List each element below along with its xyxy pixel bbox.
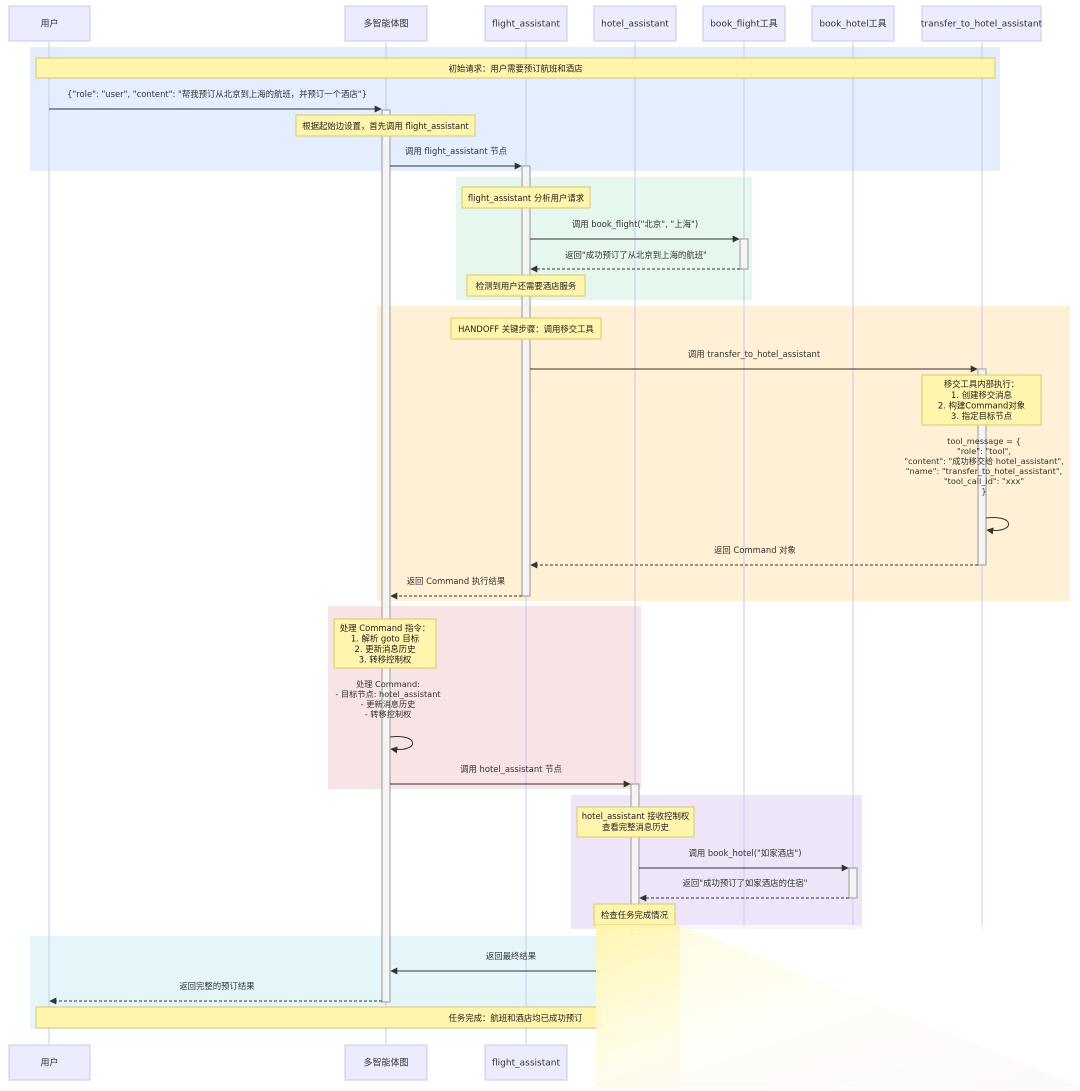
actor-flight-bottom-label: flight_assistant: [492, 1059, 560, 1069]
note-handoff: HANDOFF 关键步骤：调用移交工具: [450, 317, 602, 340]
note-initial-request: 初始请求：用户需要预订航班和酒店: [35, 57, 996, 79]
actor-user-bottom-label: 用户: [40, 1057, 58, 1069]
actor-flight-bottom: flight_assistant: [484, 1044, 568, 1081]
msg-ret-command-result: 返回 Command 执行结果: [390, 576, 522, 600]
actor-user: 用户: [8, 5, 91, 42]
actor-book-flight: book_flight工具: [702, 5, 786, 42]
svg-text:1. 创建移交消息: 1. 创建移交消息: [951, 390, 1012, 400]
svg-text:调用 transfer_to_hotel_assistant: 调用 transfer_to_hotel_assistant: [688, 349, 821, 359]
svg-text:检测到用户还需要酒店服务: 检测到用户还需要酒店服务: [476, 281, 577, 291]
msg-tool-message: tool_message = { "role": "tool", "conten…: [904, 436, 1064, 535]
svg-text:初始请求：用户需要预订航班和酒店: 初始请求：用户需要预订航班和酒店: [449, 64, 583, 74]
actor-transfer-label: transfer_to_hotel_assistant: [921, 20, 1043, 30]
svg-text:2. 构建Command对象: 2. 构建Command对象: [938, 401, 1025, 411]
msg-user-request: {"role": "user", "content": "帮我预订从北京到上海的…: [49, 89, 382, 113]
msg-call-book-flight: 调用 book_flight("北京", "上海"): [530, 219, 740, 243]
activation-transfer: [977, 368, 987, 566]
actor-book-flight-label: book_flight工具: [710, 19, 778, 30]
svg-text:处理 Command 指令：: 处理 Command 指令：: [340, 623, 430, 633]
svg-text:检查任务完成情况: 检查任务完成情况: [601, 910, 669, 920]
actor-transfer: transfer_to_hotel_assistant: [921, 5, 1043, 42]
msg-ret-complete: 返回完整的预订结果: [49, 981, 382, 1005]
svg-text:调用 book_flight("北京", "上海"): 调用 book_flight("北京", "上海"): [572, 219, 698, 229]
svg-text:调用 book_hotel("如家酒店"): 调用 book_hotel("如家酒店"): [689, 848, 802, 858]
svg-text:处理 Command:: 处理 Command:: [356, 679, 420, 689]
msg-call-hotel: 调用 hotel_assistant 节点: [390, 764, 631, 788]
svg-text:返回最终结果: 返回最终结果: [486, 951, 537, 961]
svg-text:任务完成：航班和酒店均已成功预订: 任务完成：航班和酒店均已成功预订: [449, 1013, 584, 1023]
msg-call-book-hotel: 调用 book_hotel("如家酒店"): [639, 848, 849, 872]
msg-call-transfer: 调用 transfer_to_hotel_assistant: [530, 349, 978, 373]
svg-text:- 更新消息历史: - 更新消息历史: [361, 699, 416, 709]
svg-text:2. 更新消息历史: 2. 更新消息历史: [355, 644, 417, 654]
svg-text:返回 Command 对象: 返回 Command 对象: [714, 545, 796, 555]
actor-book-hotel-label: book_hotel工具: [819, 19, 886, 30]
svg-text:返回"成功预订了如家酒店的住宿": 返回"成功预订了如家酒店的住宿": [683, 878, 808, 888]
actor-graph-bottom-label: 多智能体图: [363, 1057, 408, 1069]
svg-text:hotel_assistant 接收控制权: hotel_assistant 接收控制权: [582, 811, 690, 821]
fade-overlay-right: [680, 925, 1080, 1087]
actor-graph: 多智能体图: [344, 5, 428, 42]
actor-user-label: 用户: [40, 18, 58, 30]
msg-ret-book-flight: 返回"成功预订了从北京到上海的航班": [530, 250, 740, 273]
actor-user-bottom: 用户: [8, 1044, 91, 1081]
actor-hotel-label: hotel_assistant: [601, 20, 669, 30]
msg-process-command: 处理 Command: - 目标节点: hotel_assistant - 更新…: [335, 679, 441, 754]
msg-ret-command-obj: 返回 Command 对象: [530, 545, 978, 569]
region-handoff: [377, 306, 1070, 601]
msg-ret-book-hotel: 返回"成功预订了如家酒店的住宿": [639, 878, 849, 902]
note-start-edge: 根据起始边设置，首先调用 flight_assistant: [295, 114, 476, 137]
svg-text:"content": "成功移交给 hotel_assist: "content": "成功移交给 hotel_assistant",: [904, 456, 1063, 466]
svg-text:}: }: [981, 486, 986, 496]
actor-graph-bottom: 多智能体图: [344, 1044, 428, 1081]
actor-hotel: hotel_assistant: [593, 5, 677, 42]
svg-text:{"role": "user", "content": "帮: {"role": "user", "content": "帮我预订从北京到上海的…: [67, 89, 367, 99]
actor-graph-label: 多智能体图: [363, 18, 408, 30]
note-task-done: 任务完成：航班和酒店均已成功预订: [35, 1006, 601, 1029]
svg-text:返回"成功预订了从北京到上海的航班": 返回"成功预订了从北京到上海的航班": [565, 250, 707, 260]
actor-flight-label: flight_assistant: [492, 20, 560, 30]
svg-text:"tool_call_id": "xxx": "tool_call_id": "xxx": [944, 476, 1024, 486]
svg-text:flight_assistant 分析用户请求: flight_assistant 分析用户请求: [468, 193, 585, 203]
svg-text:- 目标节点: hotel_assistant: - 目标节点: hotel_assistant: [335, 689, 441, 699]
svg-text:移交工具内部执行：: 移交工具内部执行：: [944, 379, 1019, 389]
svg-text:返回完整的预订结果: 返回完整的预订结果: [179, 981, 255, 991]
actor-flight: flight_assistant: [484, 5, 568, 42]
svg-text:"role": "tool",: "role": "tool",: [957, 446, 1011, 456]
activation-book-flight: [739, 238, 749, 270]
svg-text:tool_message = {: tool_message = {: [947, 436, 1021, 446]
svg-text:调用 hotel_assistant 节点: 调用 hotel_assistant 节点: [460, 764, 562, 774]
msg-ret-final: 返回最终结果: [390, 951, 600, 975]
svg-text:- 转移控制权: - 转移控制权: [365, 709, 412, 719]
note-hotel-receive: hotel_assistant 接收控制权 查看完整消息历史: [576, 806, 695, 838]
note-check-done: 检查任务完成情况: [593, 903, 676, 926]
svg-text:1. 解析 goto 目标: 1. 解析 goto 目标: [351, 634, 420, 644]
note-detect-hotel: 检测到用户还需要酒店服务: [466, 274, 586, 297]
svg-text:根据起始边设置，首先调用 flight_assistant: 根据起始边设置，首先调用 flight_assistant: [302, 121, 469, 131]
actor-book-hotel: book_hotel工具: [811, 5, 895, 42]
svg-text:"name": "transfer_to_hotel_ass: "name": "transfer_to_hotel_assistant",: [906, 466, 1063, 476]
note-flight-analyze: flight_assistant 分析用户请求: [461, 186, 591, 209]
svg-text:3. 转移控制权: 3. 转移控制权: [359, 655, 412, 665]
activation-flight: [521, 165, 531, 597]
note-process-command: 处理 Command 指令： 1. 解析 goto 目标 2. 更新消息历史 3…: [333, 618, 437, 669]
svg-text:调用 flight_assistant 节点: 调用 flight_assistant 节点: [405, 146, 507, 156]
svg-text:3. 指定目标节点: 3. 指定目标节点: [951, 411, 1012, 421]
activation-graph: [381, 109, 391, 1003]
activation-book-hotel: [848, 867, 858, 899]
svg-text:查看完整消息历史: 查看完整消息历史: [602, 822, 670, 832]
svg-text:HANDOFF 关键步骤：调用移交工具: HANDOFF 关键步骤：调用移交工具: [458, 324, 594, 334]
note-transfer-internal: 移交工具内部执行： 1. 创建移交消息 2. 构建Command对象 3. 指定…: [921, 374, 1042, 426]
msg-call-flight: 调用 flight_assistant 节点: [390, 146, 522, 170]
svg-text:返回 Command 执行结果: 返回 Command 执行结果: [407, 576, 506, 586]
